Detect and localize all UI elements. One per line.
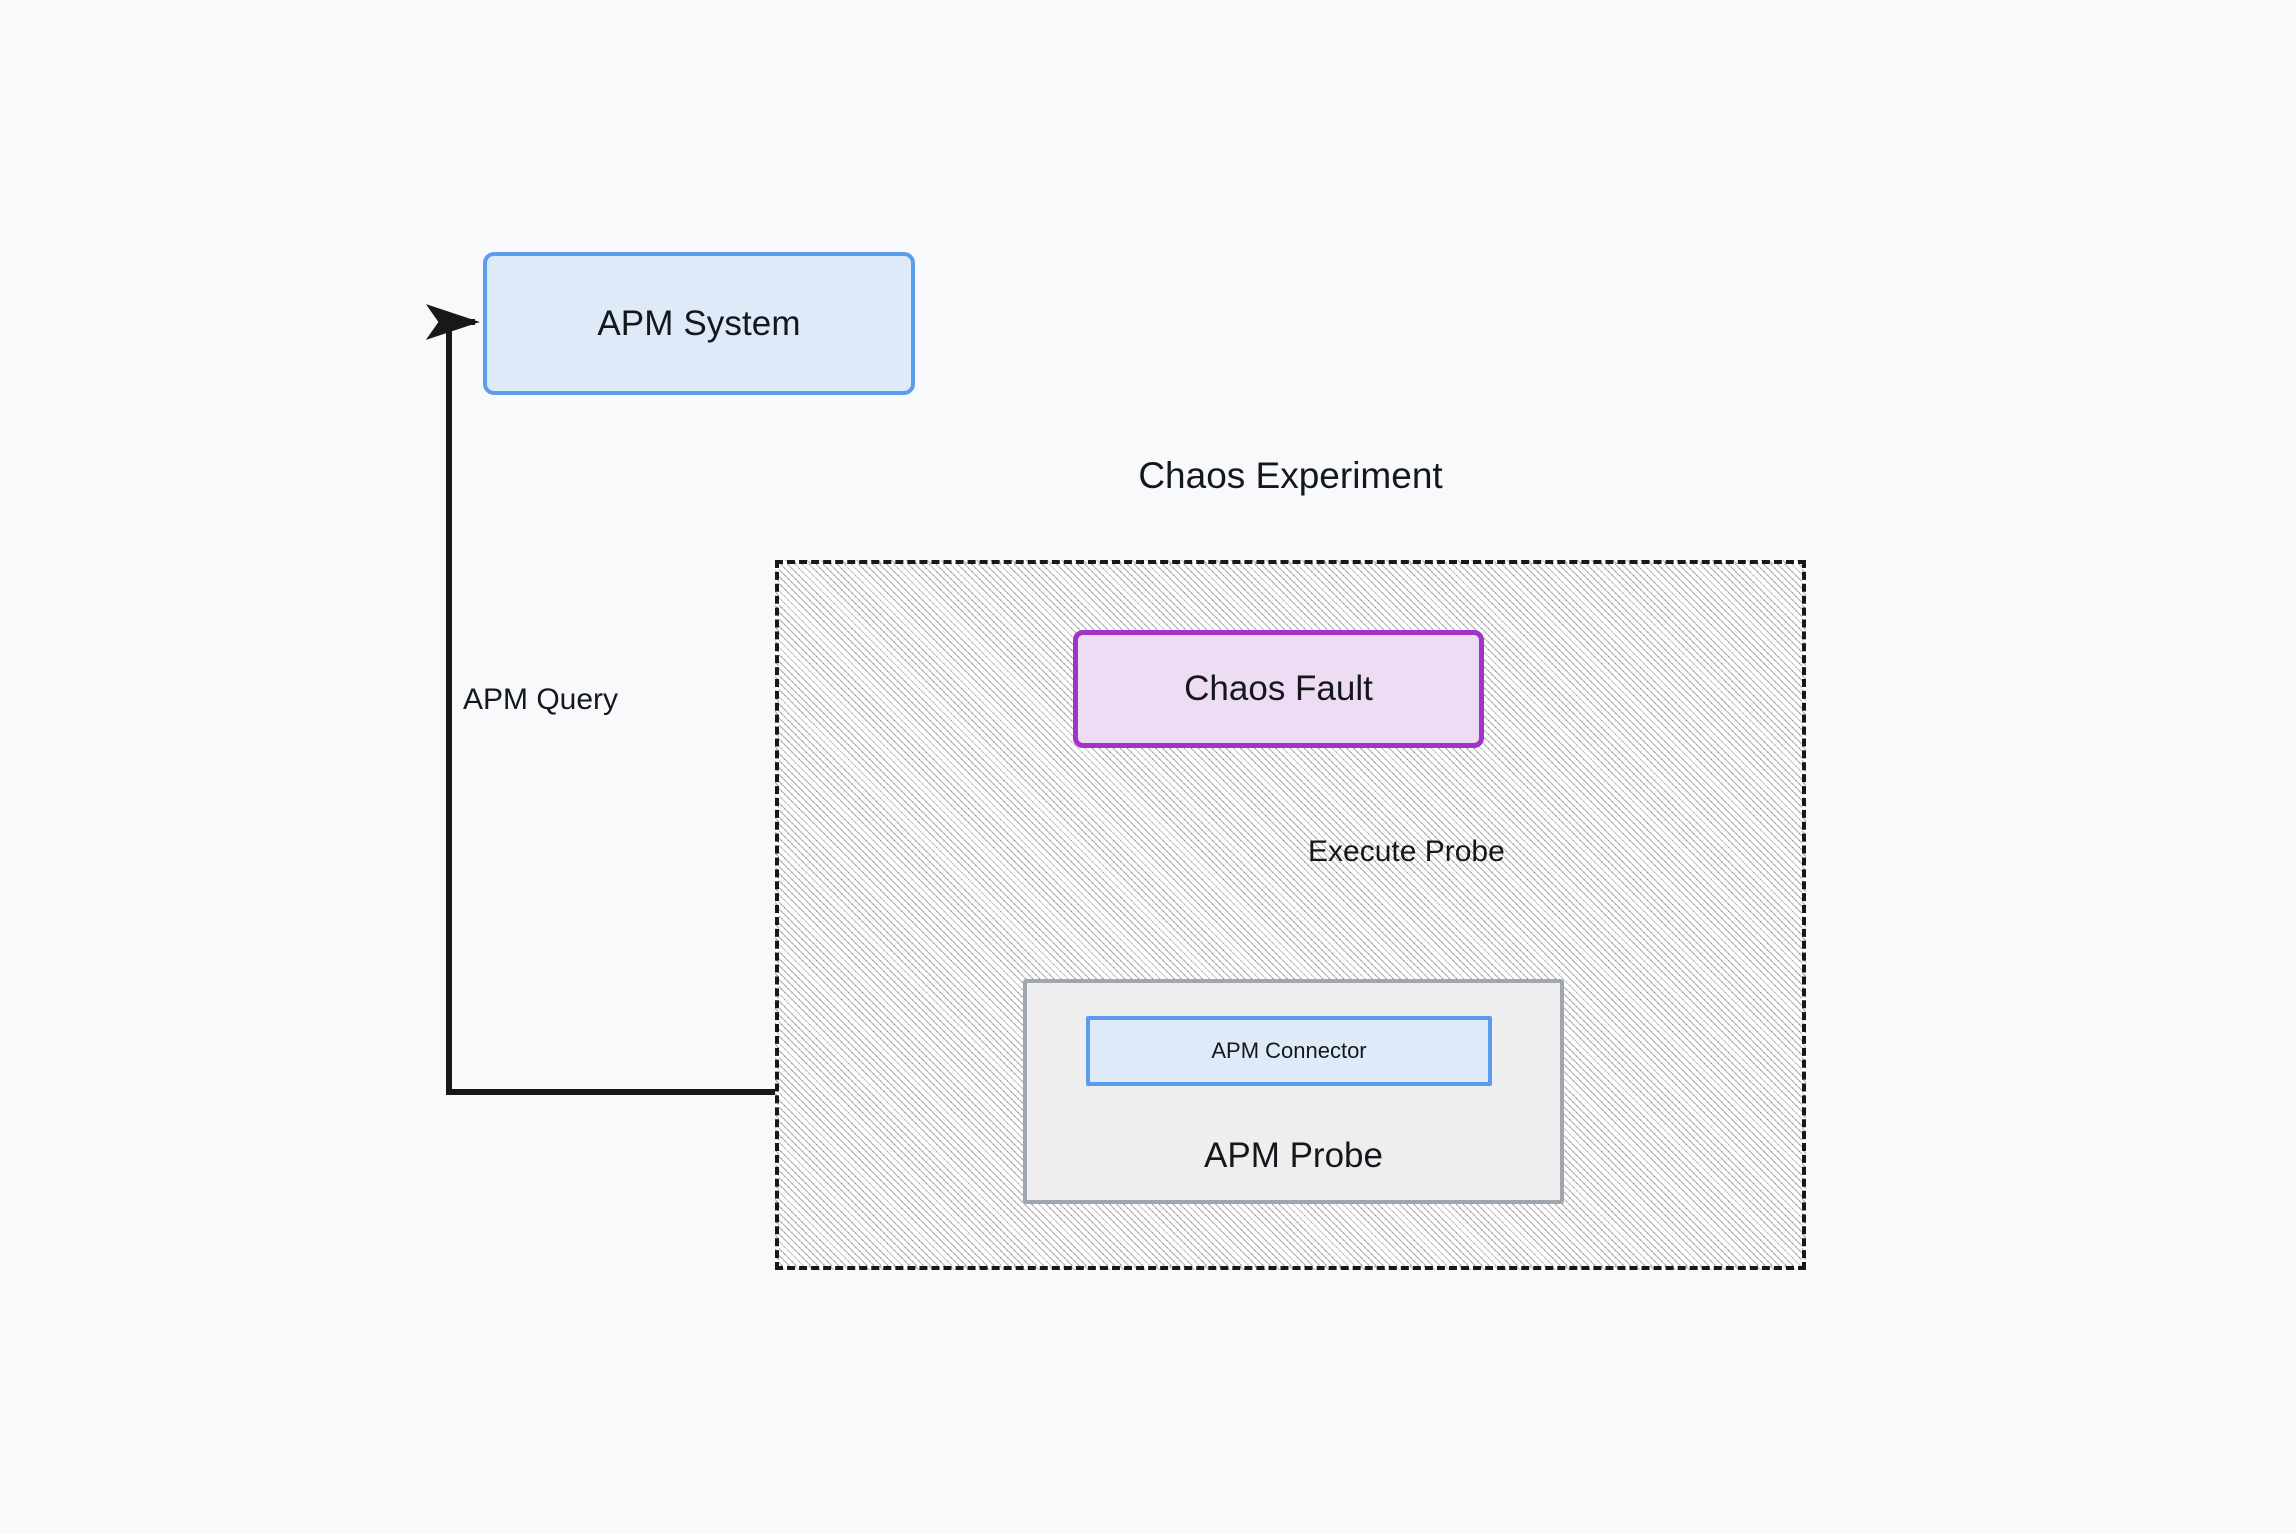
node-apm-system[interactable]: APM System bbox=[483, 252, 915, 395]
node-apm-system-label: APM System bbox=[597, 303, 801, 343]
edge-apm-query bbox=[425, 303, 1023, 1095]
node-apm-connector[interactable]: APM Connector bbox=[1086, 1016, 1492, 1086]
edge-label-execute-probe: Execute Probe bbox=[1308, 835, 1505, 868]
chaos-experiment-title: Chaos Experiment bbox=[1138, 455, 1443, 496]
node-apm-probe[interactable]: APM Connector APM Probe bbox=[1023, 979, 1564, 1204]
edge-label-apm-query: APM Query bbox=[463, 683, 619, 716]
node-apm-probe-label: APM Probe bbox=[1204, 1136, 1383, 1175]
node-apm-connector-label: APM Connector bbox=[1211, 1038, 1367, 1063]
node-chaos-fault[interactable]: Chaos Fault bbox=[1073, 630, 1484, 748]
node-chaos-fault-label: Chaos Fault bbox=[1184, 669, 1373, 708]
